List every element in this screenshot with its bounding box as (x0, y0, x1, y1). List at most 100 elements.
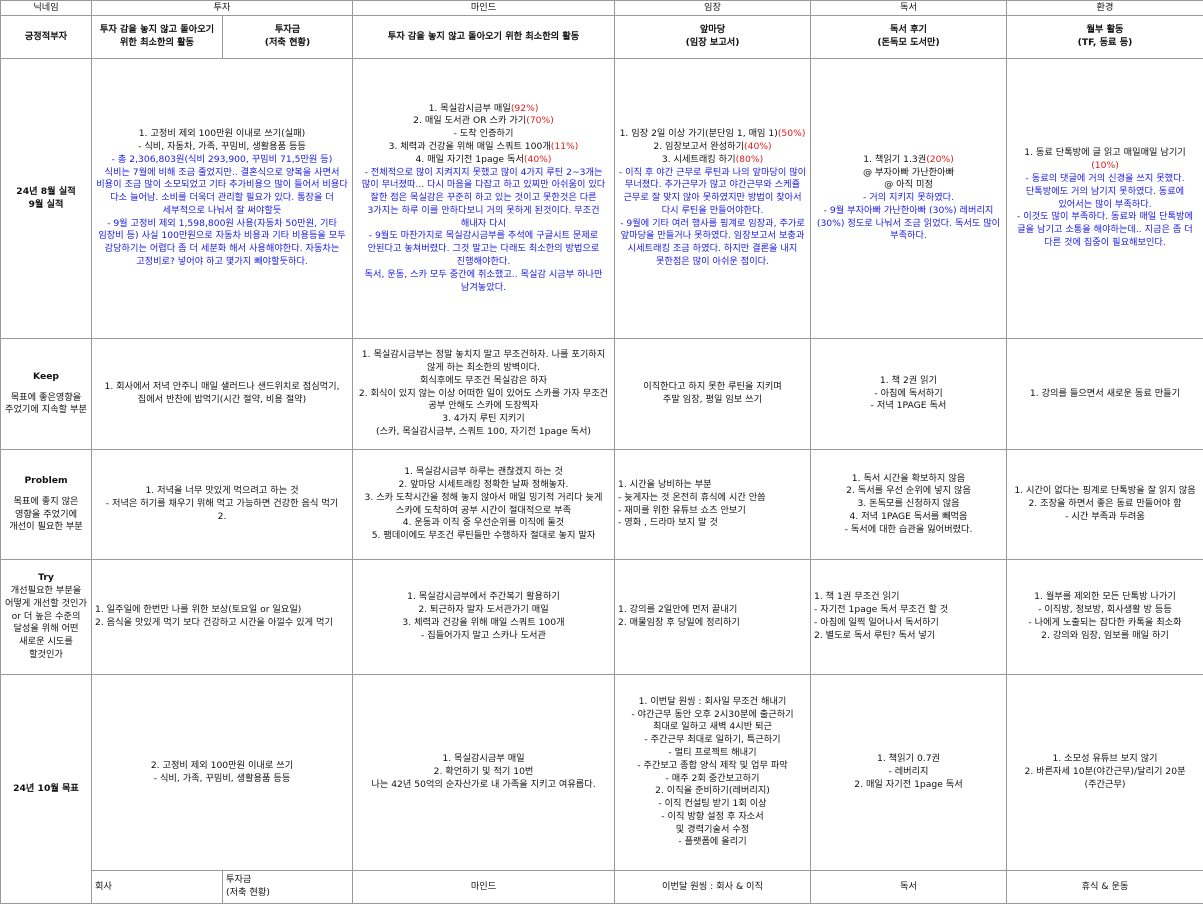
footer-company[interactable]: 회사 (91, 870, 223, 904)
footer-fund[interactable]: 투자금(저축 현황) (222, 870, 353, 904)
cell-line: 2. 별도로 독서 루틴? 독서 넣기 (814, 629, 936, 641)
cell-text: 독서, 운동, 스카 모두 중간에 취소했고.. 목실감 시금부 하나만 남겨놓… (364, 268, 603, 293)
footer-rest[interactable]: 휴식 & 운동 (1006, 870, 1203, 904)
cell-line: - 아침에 독서하기 (874, 387, 943, 399)
cell-line: 및 경력기술서 수정 (675, 823, 750, 835)
header-mind[interactable]: 마인드 (352, 0, 615, 16)
cell-line: - 매주 2회 중간보고하기 (665, 772, 760, 784)
problem-invest-cell[interactable]: 1. 저녁을 너무 맛있게 먹으려고 하는 것- 저녁은 허기를 채우기 위해 … (91, 449, 353, 560)
problem-title: Problem (24, 474, 68, 486)
percent-value: (40%) (744, 140, 772, 152)
header-environment[interactable]: 환경 (1006, 0, 1203, 16)
header-row-2: 긍정적부자 투자 감을 놓지 않고 돌아오기 위한 최소한의 활동 투자금(저축… (0, 15, 1203, 59)
result-invest-cell[interactable]: 1. 고정비 제외 100만원 이내로 쓰기(실패)- 식비, 자동차, 가족,… (91, 58, 353, 339)
keep-env-cell[interactable]: 1. 강의를 들으면서 새로운 동료 만들기 (1006, 338, 1203, 450)
cell-text: - 동료의 댓글에 거의 신경을 쓰지 못했다. 단톡방에도 거의 남기지 못하… (1025, 172, 1185, 210)
header-reading[interactable]: 독서 (810, 0, 1007, 16)
cell-text: - 이직 후 야간 근무로 루틴과 나의 앞마당이 많이 무너졌다. 추가근무가… (618, 166, 807, 216)
cell-line: (저축 현황) (264, 37, 311, 48)
keep-invest-cell[interactable]: 1. 회사에서 저녁 안주니 매일 샐러드나 샌드위치로 점심먹기, 집에서 반… (91, 338, 353, 450)
problem-label-cell[interactable]: Problem 목표에 좋지 않은 영향을 주었기에 개선이 필요한 부분 (0, 449, 92, 560)
cell-line: 1. 책읽기 1.3권(20%) (814, 154, 1003, 167)
try-env-cell[interactable]: 1. 월부를 제외한 모든 단톡방 나가기- 이직방, 정보방, 회사생활 방 … (1006, 559, 1203, 675)
try-invest-cell[interactable]: 1. 일주일에 한번만 나를 위한 보상(토요일 or 일요일)2. 음식을 맛… (91, 559, 353, 675)
keep-reading-cell[interactable]: 1. 책 2권 읽기- 아침에 독서하기- 저녁 1PAGE 독서 (810, 338, 1007, 450)
nickname-cell[interactable]: 긍정적부자 (0, 15, 92, 59)
goal-invest-cell[interactable]: 2. 고정비 제외 100만원 이내로 쓰기- 식비, 가족, 꾸밈비, 생활용… (91, 674, 353, 871)
cell-text: - 전체적으로 많이 지켜지지 못했고 많이 4가지 루틴 2~3개는 많이 무… (361, 166, 606, 229)
cell-line: 4. 저녁 1PAGE 독서를 빼먹음 (849, 510, 968, 522)
percent-value: (92%) (510, 102, 539, 114)
cell-line: 독서, 운동, 스카 모두 중간에 취소했고.. 목실감 시금부 하나만 남겨놓… (356, 269, 611, 295)
cell-line: 이직한다고 하지 못한 루틴을 지키며 (643, 381, 782, 393)
keep-mind-cell[interactable]: 1. 목실감시금부는 정말 놓치지 말고 무조건하자. 나를 포기하지 않게 하… (352, 338, 615, 450)
header-invest[interactable]: 투자 (91, 0, 353, 16)
cell-text: 1. 동료 단톡방에 글 읽고 매일매일 남기기 (1024, 147, 1186, 159)
try-reading-cell[interactable]: 1. 책 1권 무조건 읽기- 자기전 1page 독서 무조건 할 것- 아침… (810, 559, 1007, 675)
cell-text: 1. 고정비 제외 100만원 이내로 쓰기(실패) (138, 128, 306, 140)
cell-line: - 저녁 1PAGE 독서 (870, 400, 947, 412)
cell-text: - 총 2,306,803원(식비 293,900, 꾸밈비 71,5만원 등) (111, 153, 333, 165)
cell-line: 1. 목실감시금부는 정말 놓치지 말고 무조건하자. 나를 포기하지 않게 하… (361, 349, 606, 373)
header-imjang-report[interactable]: 앞마당(임장 보고서) (614, 15, 811, 59)
result-mind-cell[interactable]: 1. 목실감시금부 매일(92%)2. 매일 도서관 OR 스카 가기(70%)… (352, 58, 615, 339)
cell-text: 1. 책읽기 1.3권 (863, 153, 927, 165)
cell-line: 24년 8월 실적 (16, 185, 76, 197)
cell-line: - 거의 지키지 못하였다. (814, 192, 1003, 205)
header-mind-activity[interactable]: 투자 감을 놓지 않고 돌아오기 위한 최소한의 활동 (352, 15, 615, 59)
result-imjang-cell[interactable]: 1. 임장 2일 이상 가기(분단임 1, 매임 1)(50%) 2. 임장보고… (614, 58, 811, 339)
footer-reading[interactable]: 독서 (810, 870, 1007, 904)
cell-line: 1. 목실감시금부 매일(92%) (356, 103, 611, 116)
row-try: Try 개선필요한 부분을 어떻게 개선할 것인가 or 더 높은 수준의 달성… (0, 559, 1203, 675)
cell-line: 4. 매일 자기전 1page 독서(40%) (356, 154, 611, 167)
goal-label[interactable]: 24년 10월 목표 (0, 674, 92, 904)
footer-mind[interactable]: 마인드 (352, 870, 615, 904)
try-subtitle: 개선필요한 부분을 어떻게 개선할 것인가 or 더 높은 수준의 달성을 위해… (5, 585, 87, 660)
cell-line: 투자 감을 놓지 않고 돌아오기 위한 최소한의 활동 (99, 24, 215, 48)
cell-line: - 나에게 노출되는 잡다한 카톡을 최소화 (1028, 617, 1182, 628)
cell-line: 2. 앞마당 시세트래킹 정확한 날짜 정해놓자. (398, 478, 569, 490)
cell-line: 1. 일주일에 한번만 나를 위한 보상(토요일 or 일요일) (95, 604, 302, 616)
cell-line: 회식후에도 무조건 목실감은 하자 (419, 374, 548, 386)
cell-line: 3. 4가지 루틴 지키기 (442, 413, 525, 425)
cell-line: 투자금 (226, 874, 252, 886)
header-book-review[interactable]: 독서 후기(돈독모 도서만) (810, 15, 1007, 59)
cell-text: 2. 임장보고서 완성하기 (653, 140, 745, 152)
header-imjang[interactable]: 임장 (614, 0, 811, 16)
goal-imjang-cell[interactable]: 1. 이번달 원씽 : 회사일 무조건 해내기- 야간근무 동안 오후 2시30… (614, 674, 811, 871)
cell-line: - 아침에 일찍 일어나서 독서하기 (814, 617, 939, 628)
header-invest-activity[interactable]: 투자 감을 놓지 않고 돌아오기 위한 최소한의 활동 (91, 15, 223, 59)
cell-text: 1. 임장 2일 이상 가기(분단임 1, 매임 1) (619, 128, 778, 140)
keep-label-cell[interactable]: Keep 목표에 좋은영향을 주었기에 지속할 부분 (0, 338, 92, 450)
header-wolbu-activity[interactable]: 월부 활동(TF, 동료 등) (1006, 15, 1203, 59)
cell-line: - 주간근무 최대로 일하기, 특근하기 (644, 734, 781, 746)
cell-line: 2. 강의와 임장, 임보를 매일 하기 (1041, 629, 1169, 641)
cell-line: - 야간근무 동안 오후 2시30분에 출근하기 최대로 일하고 새벽 4시반 … (631, 708, 794, 733)
result-env-cell[interactable]: 1. 동료 단톡방에 글 읽고 매일매일 남기기(10%)- 동료의 댓글에 거… (1006, 58, 1203, 339)
cell-line: - 레버리지 (888, 766, 929, 778)
try-label-cell[interactable]: Try 개선필요한 부분을 어떻게 개선할 것인가 or 더 높은 수준의 달성… (0, 559, 92, 675)
header-invest-fund[interactable]: 투자금(저축 현황) (222, 15, 353, 59)
cell-line: 2. 매일 도서관 OR 스카 가기(70%) (356, 115, 611, 128)
cell-line: 1. 책 2권 읽기 (879, 374, 938, 386)
cell-line: - 9월 부자아빠 가난한아빠 (30%) 레버리지(30%) 정도로 나눠서 … (814, 205, 1003, 243)
cell-line: @ 아직 미정 (814, 179, 1003, 192)
cell-text: 식비는 7월에 비해 조금 줄었지만.. 결혼식으로 양복을 사면서 비용이 조… (96, 166, 348, 216)
cell-line: 1. 목실감시금부에서 주간복기 활용하기 (407, 591, 560, 603)
problem-imjang-cell[interactable]: 1. 시간을 낭비하는 부분- 늦게자는 것 온전히 휴식에 시간 안씀- 재미… (614, 449, 811, 560)
header-nickname[interactable]: 닉네임 (0, 0, 92, 16)
cell-line: - 늦게자는 것 온전히 휴식에 시간 안씀 (618, 491, 766, 503)
footer-onething[interactable]: 이번달 원씽 : 회사 & 이직 (614, 870, 811, 904)
result-reading-cell[interactable]: 1. 책읽기 1.3권(20%)@ 부자아빠 가난한아빠@ 아직 미정 - 거의… (810, 58, 1007, 339)
cell-line: 주말 임장, 평일 임보 쓰기 (662, 394, 763, 405)
